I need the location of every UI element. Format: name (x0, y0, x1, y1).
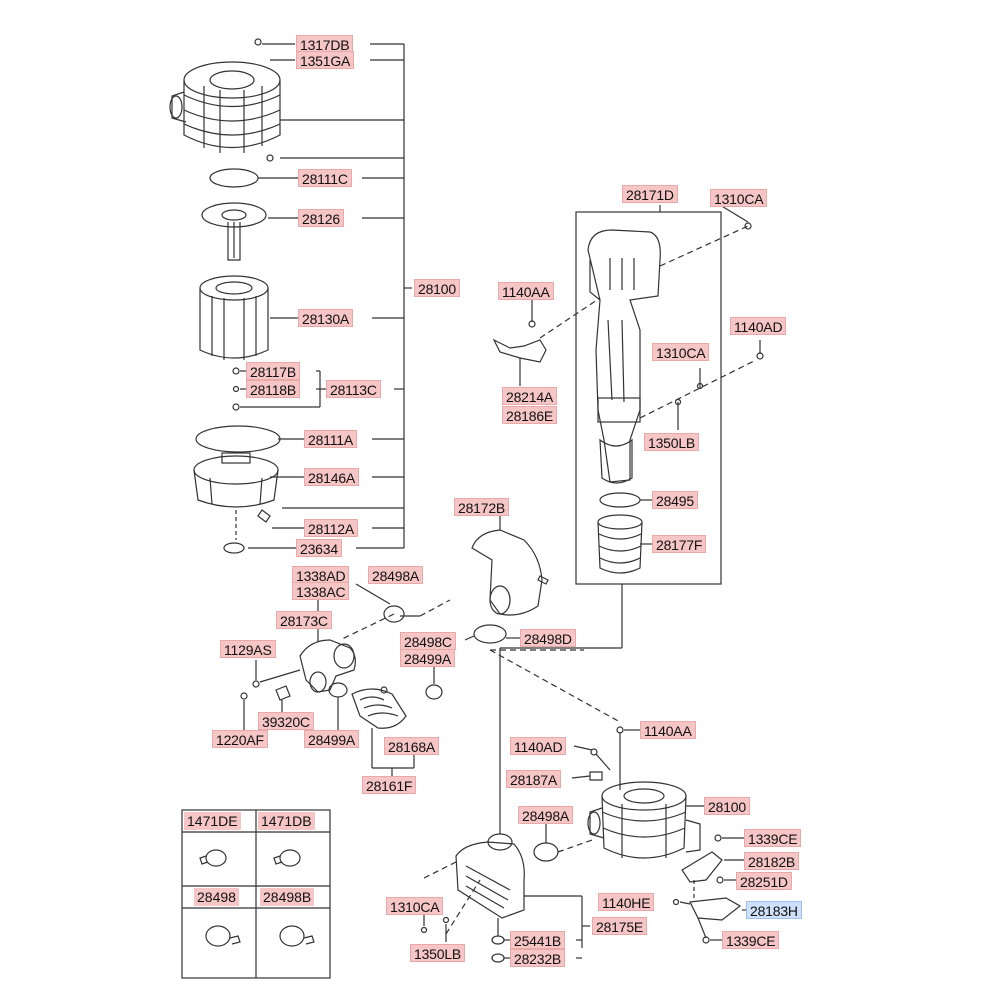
clamp-table-grid (181, 809, 331, 979)
part-label-28499a-lower[interactable]: 28499A (304, 730, 360, 748)
part-label-1317db[interactable]: 1317DB (296, 35, 354, 53)
part-label-1310ca-lower[interactable]: 1310CA (386, 897, 444, 915)
part-label-1339ce-lower[interactable]: 1339CE (722, 931, 780, 949)
filter-element-drawing (199, 275, 269, 360)
clamp-table-header-28498b[interactable]: 28498B (260, 888, 315, 906)
part-label-28498a-upper[interactable]: 28498A (368, 566, 424, 584)
part-label-28168a[interactable]: 28168A (384, 737, 440, 755)
part-label-1339ce-upper[interactable]: 1339CE (744, 829, 802, 847)
top-assembly-leaders (240, 43, 412, 549)
bolt-1220af-drawing (240, 692, 248, 700)
part-label-28186e[interactable]: 28186E (502, 406, 558, 424)
part-label-28183h-selected[interactable]: 28183H (746, 901, 802, 919)
corrugated-hose-drawing (351, 686, 407, 729)
part-label-28161f[interactable]: 28161F (362, 776, 417, 794)
part-label-28232b[interactable]: 28232B (510, 949, 566, 967)
part-label-1350lb-lower[interactable]: 1350LB (410, 944, 466, 962)
lower-body-drawing (193, 452, 279, 508)
part-label-23634[interactable]: 23634 (296, 539, 342, 557)
part-label-28112a[interactable]: 28112A (304, 519, 359, 537)
snorkel-leaders (500, 225, 757, 649)
part-label-1350lb-upper[interactable]: 1350LB (644, 433, 700, 451)
part-label-28182b[interactable]: 28182B (744, 852, 800, 870)
sensor-39320c-drawing (275, 685, 291, 701)
part-label-1140ad-upper[interactable]: 1140AD (730, 317, 787, 335)
part-label-25441b[interactable]: 25441B (510, 931, 566, 949)
part-label-28173c[interactable]: 28173C (276, 611, 332, 629)
bracket-28182b-drawing (681, 834, 724, 884)
part-label-28126[interactable]: 28126 (298, 209, 344, 227)
resonator-drawing (455, 833, 525, 919)
part-label-39320c[interactable]: 39320C (258, 712, 314, 730)
part-label-1338ac[interactable]: 1338AC (292, 582, 350, 600)
drain-23634-drawing (223, 542, 245, 554)
part-label-28251d[interactable]: 28251D (736, 872, 792, 890)
part-label-28499a-upper[interactable]: 28499A (400, 649, 456, 667)
clip-28112a-drawing (257, 509, 271, 523)
clamp-28498a-lower-drawing (533, 842, 559, 862)
bellows-drawing (597, 514, 643, 574)
screw-28113c-drawing (232, 403, 240, 411)
part-label-28177f[interactable]: 28177F (652, 535, 707, 553)
part-label-28175e[interactable]: 28175E (592, 917, 648, 935)
part-label-28498a-lower[interactable]: 28498A (518, 806, 574, 824)
part-label-28117b[interactable]: 28117B (246, 362, 301, 380)
clamp-table-header-1471de[interactable]: 1471DE (184, 812, 241, 830)
seal-ring-drawing (195, 425, 281, 453)
part-label-28113c[interactable]: 28113C (326, 380, 381, 398)
snorkel-drawing (587, 229, 661, 484)
clamp-table-header-1471db[interactable]: 1471DB (258, 812, 315, 830)
clamp-28499a-upper-drawing (425, 684, 443, 700)
air-cleaner-cover-drawing (169, 38, 281, 162)
screw-1129as-drawing (252, 680, 260, 688)
part-label-28171d[interactable]: 28171D (622, 185, 678, 203)
bottom-housing-drawing (587, 781, 701, 859)
part-label-1140he[interactable]: 1140HE (598, 893, 655, 911)
part-label-1140ad-lower[interactable]: 1140AD (510, 737, 567, 755)
part-label-28498d[interactable]: 28498D (520, 629, 576, 647)
bracket-drawing (492, 320, 547, 386)
part-label-28111c[interactable]: 28111C (298, 169, 352, 187)
part-label-28100-top[interactable]: 28100 (414, 279, 460, 297)
part-label-1310ca-mid[interactable]: 1310CA (652, 343, 710, 361)
part-label-1351ga[interactable]: 1351GA (296, 51, 355, 69)
elbow-28172b-drawing (471, 510, 549, 616)
clamp-table-header-28498[interactable]: 28498 (194, 888, 239, 906)
gasket-ring-drawing (209, 168, 259, 188)
part-label-1220af[interactable]: 1220AF (212, 730, 268, 748)
part-label-28130a[interactable]: 28130A (298, 309, 354, 327)
part-label-28498c[interactable]: 28498C (400, 632, 456, 650)
clamp-28498a-upper-drawing (383, 605, 405, 623)
part-label-28118b[interactable]: 28118B (246, 380, 301, 398)
clamp-icons (199, 849, 315, 947)
part-label-1129as[interactable]: 1129AS (220, 640, 276, 658)
clamp-28498c-drawing (473, 624, 507, 644)
part-label-28100-lower[interactable]: 28100 (704, 797, 750, 815)
part-label-1140aa-upper[interactable]: 1140AA (498, 282, 554, 300)
bracket-28183h-drawing (689, 897, 742, 944)
filter-plate-drawing (201, 202, 267, 261)
part-label-28172b[interactable]: 28172B (454, 498, 510, 516)
part-label-28187a[interactable]: 28187A (506, 770, 562, 788)
part-label-1140aa-lower[interactable]: 1140AA (640, 721, 696, 739)
clamp-28499a-drawing (328, 682, 348, 698)
screw-28117b-drawing (232, 367, 240, 375)
part-label-1310ca-upper[interactable]: 1310CA (710, 189, 768, 207)
part-label-28111a[interactable]: 28111A (304, 430, 357, 448)
part-label-28214a[interactable]: 28214A (502, 387, 558, 405)
snorkel-group-frame (575, 211, 722, 585)
part-label-28146a[interactable]: 28146A (304, 468, 360, 486)
clamp-28495-drawing (599, 492, 641, 508)
part-label-28495[interactable]: 28495 (652, 491, 698, 509)
part-label-1338ad[interactable]: 1338AD (292, 566, 350, 584)
washer-28118b-drawing (232, 385, 240, 393)
